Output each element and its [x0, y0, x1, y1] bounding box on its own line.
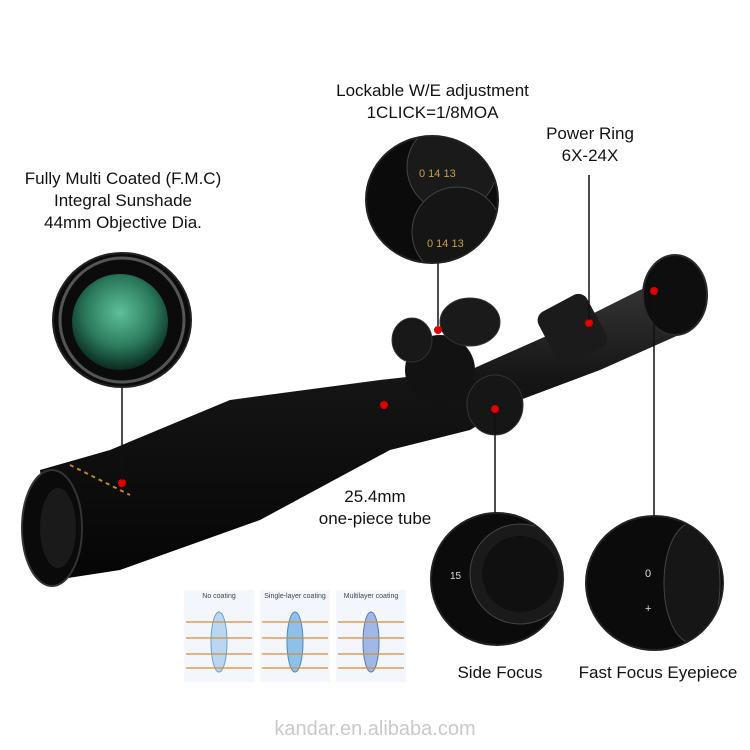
we-adjustment-label: Lockable W/E adjustment 1CLICK=1/8MOA [310, 80, 555, 124]
side-focus-zoom: 15 [430, 512, 564, 646]
power-ring-label: Power Ring 6X-24X [530, 123, 650, 167]
turret-dot [434, 326, 442, 334]
eyepiece-label: Fast Focus Eyepiece [578, 663, 738, 682]
svg-text:15: 15 [450, 571, 462, 582]
svg-text:+: + [645, 603, 651, 615]
coating-comparison: No coating Single-layer coating Multilay… [184, 590, 406, 682]
side-focus-label: Side Focus [457, 663, 543, 682]
bell-markings [69, 464, 131, 496]
windage-turret [391, 317, 433, 363]
coating-panel-none: No coating [184, 590, 254, 682]
tube-line2: one-piece tube [318, 509, 432, 528]
eyepiece-dot [650, 287, 658, 295]
power-ring [537, 293, 608, 366]
svg-text:0 14 13: 0 14 13 [419, 168, 456, 180]
watermark: kandar.en.alibaba.com [274, 718, 476, 740]
objective-line2: Integral Sunshade [54, 191, 192, 210]
objective-label: Fully Multi Coated (F.M.C) Integral Suns… [8, 168, 238, 234]
eyepiece-zoom: 0 + [585, 515, 724, 651]
eyepiece-end [642, 254, 708, 336]
tube-line1: 25.4mm [344, 487, 406, 506]
coating-panel-multi: Multilayer coating [336, 590, 406, 682]
power-ring-dot [585, 319, 593, 327]
coating-panel-single: Single-layer coating [260, 590, 330, 682]
objective-zoom [52, 252, 192, 388]
svg-text:0 14 13: 0 14 13 [427, 238, 464, 250]
objective-dot [118, 479, 126, 487]
side-focus-dot [491, 405, 499, 413]
objective-line3: 44mm Objective Dia. [44, 213, 202, 232]
power-ring-line1: Power Ring [546, 124, 634, 143]
coating-panel-title: Single-layer coating [264, 593, 326, 600]
svg-text:0: 0 [645, 568, 651, 580]
we-adjustment-line2: 1CLICK=1/8MOA [366, 103, 499, 122]
elevation-turret [439, 297, 501, 347]
power-ring-line2: 6X-24X [561, 146, 619, 165]
objective-line1: Fully Multi Coated (F.M.C) [24, 169, 222, 188]
turret-zoom: 0 14 13 0 14 13 [365, 135, 499, 264]
tube-label: 25.4mm one-piece tube [310, 486, 440, 530]
objective-inner [40, 488, 76, 568]
coating-panel-title: Multilayer coating [343, 593, 399, 600]
we-adjustment-line1: Lockable W/E adjustment [336, 81, 529, 100]
scope-body [40, 270, 705, 580]
tube-dot [380, 401, 388, 409]
coating-panel-title: No coating [202, 593, 236, 600]
